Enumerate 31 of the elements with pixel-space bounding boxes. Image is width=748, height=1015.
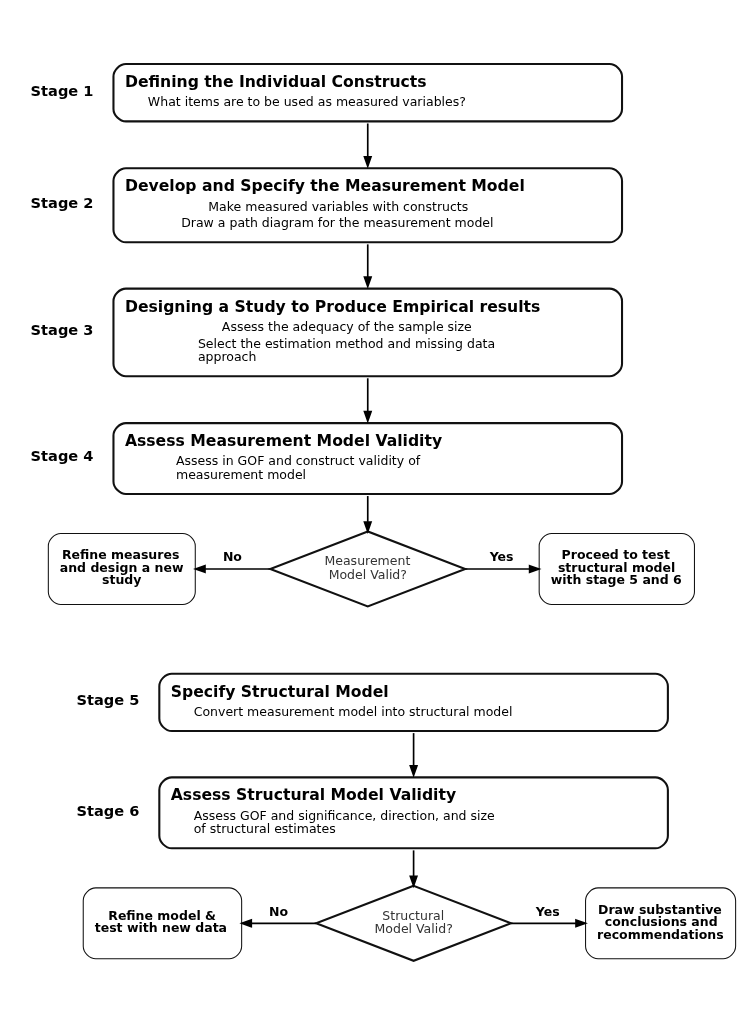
node-label: Stage 1 xyxy=(30,81,94,99)
node-box: Defining the Individual Constructs What items are to be used as measured variables? xyxy=(112,63,624,123)
node-box: Develop and Specify the Measurement Model Make measured variables with constructs Draw a path diagram for the measurement model xyxy=(112,167,624,244)
arrow xyxy=(363,377,373,424)
node-label: Stage 5 xyxy=(76,691,140,709)
arrow xyxy=(409,849,419,889)
edge-label: No xyxy=(269,903,289,919)
node-label: Stage 4 xyxy=(30,447,94,465)
node-box: Specify Structural Model Convert measurement model into structural model xyxy=(158,672,669,733)
node-label: Stage 6 xyxy=(76,801,140,819)
arrow xyxy=(363,122,373,169)
node-diamond: Structural Model Valid? xyxy=(313,884,514,962)
arrow xyxy=(510,918,588,928)
edge-label: Yes xyxy=(489,549,514,565)
arrow xyxy=(363,495,373,534)
edge-label: Yes xyxy=(535,903,560,919)
node-box: Proceed to test structural model with stage 5 and 6 xyxy=(538,533,695,605)
node-box: Assess Measurement Model Validity Assess in GOF and construct validity of measurement model xyxy=(112,422,624,495)
node-box: Refine measures and design a new study xyxy=(47,533,196,605)
arrow xyxy=(239,918,317,928)
node-box: Refine model & test with new data xyxy=(82,887,243,960)
node-box: Designing a Study to Produce Empirical results Assess the adequacy of the sample size Select the estimation method and missing data approach xyxy=(112,287,624,378)
node-box: Assess Structural Model Validity Assess GOF and significance, direction, and size of structural estimates xyxy=(158,776,669,850)
node-label: Stage 3 xyxy=(30,321,94,339)
arrow xyxy=(409,732,419,778)
node-box: Draw substantive conclusions and recommendations xyxy=(585,887,737,960)
arrow xyxy=(193,564,271,574)
arrow xyxy=(464,564,542,574)
edge-label: No xyxy=(222,549,242,565)
arrow xyxy=(363,243,373,290)
node-label: Stage 2 xyxy=(30,194,94,212)
